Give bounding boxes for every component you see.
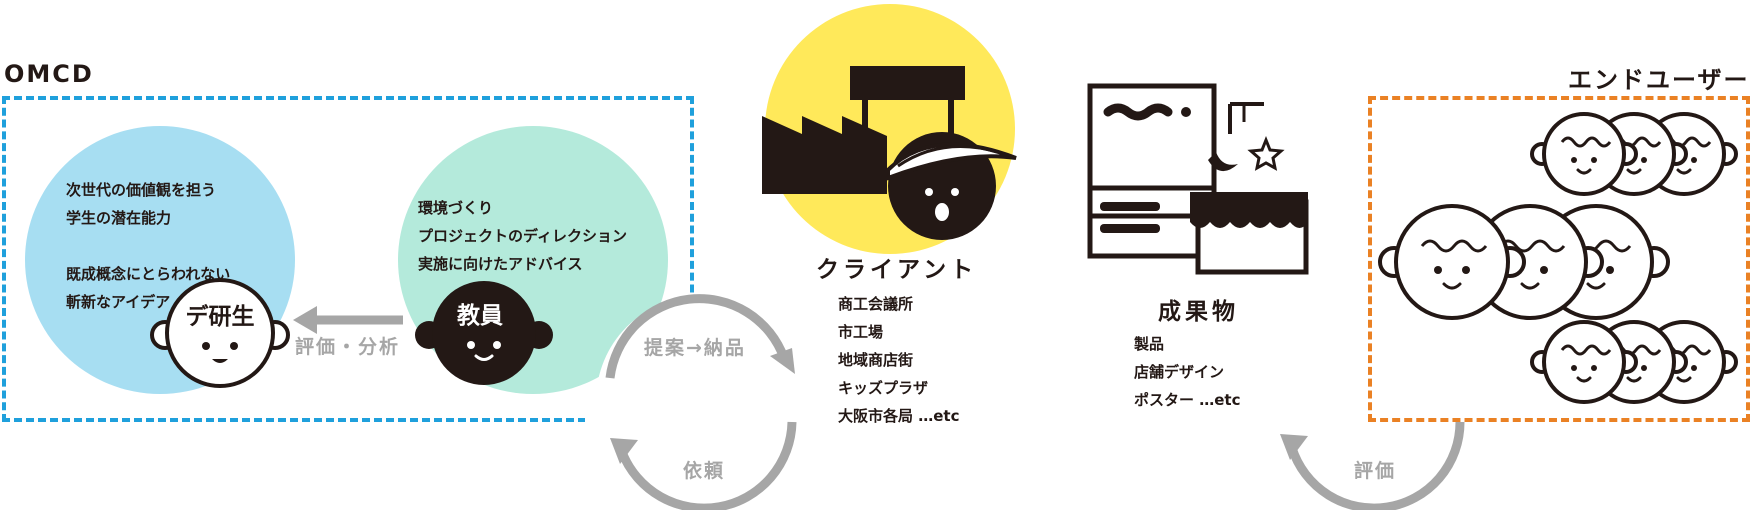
student-description: 次世代の価値観を担う 学生の潜在能力 既成概念にとらわれない 斬新なアイデア <box>66 181 231 311</box>
student-label: デ研生 <box>185 304 255 330</box>
evaluation-label: 評価 <box>1354 460 1397 482</box>
end-users-crowd-icon <box>1378 112 1738 404</box>
teacher-label: 教員 <box>457 303 503 329</box>
request-label: 依頼 <box>683 460 726 482</box>
teacher-description: 環境づくり プロジェクトのディレクション 実施に向けたアドバイス <box>418 199 627 273</box>
end-users-label: エンドユーザー <box>1568 66 1750 94</box>
request-flow-arrow <box>610 421 797 510</box>
proposal-delivery-label: 提案→納品 <box>644 337 746 359</box>
client-item-5: 大阪市各局 …etc <box>838 407 960 425</box>
omcd-dashed-box <box>2 96 694 422</box>
client-item-3: 地域商店街 <box>838 351 914 369</box>
proposal-flow-arrow <box>605 294 795 379</box>
end-users-dashed-box <box>1368 96 1750 422</box>
omcd-label: OMCD <box>4 60 94 88</box>
arrow-left-icon <box>293 306 403 334</box>
box-gap-cover <box>585 410 715 430</box>
deliverables-label: 成果物 <box>1158 299 1239 325</box>
factory-icon <box>762 66 1017 240</box>
student-face-icon <box>150 278 290 388</box>
evaluation-flow-arrow <box>1280 421 1465 510</box>
deliverable-item-2: 店舗デザイン <box>1134 363 1225 381</box>
evaluation-analysis-label: 評価・分析 <box>295 336 401 358</box>
deliverable-item-3: ポスター …etc <box>1134 391 1241 409</box>
deliverables-icon <box>1087 83 1309 275</box>
client-label: クライアント <box>816 257 978 283</box>
client-item-2: 市工場 <box>838 323 884 341</box>
client-item-1: 商工会議所 <box>838 295 914 313</box>
client-item-4: キッズプラザ <box>838 379 929 397</box>
teacher-face-icon <box>415 281 553 385</box>
deliverable-item-1: 製品 <box>1134 335 1165 353</box>
